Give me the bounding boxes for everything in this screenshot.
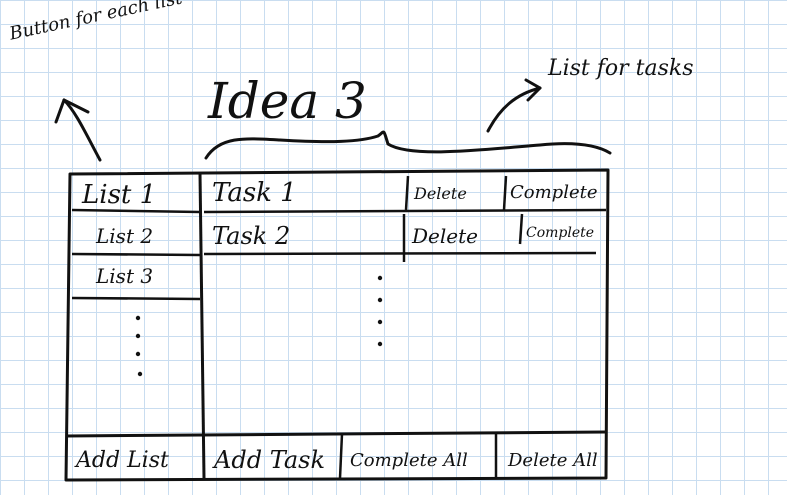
sidebar-item-list-1[interactable]: List 1 xyxy=(82,182,156,208)
button-note: Button for each list xyxy=(7,0,227,45)
delete-task-button[interactable]: Delete xyxy=(412,226,478,246)
button-note-text: Button for each list xyxy=(7,0,185,45)
list-note: List for tasks xyxy=(548,58,694,80)
sidebar-item-label: List 1 xyxy=(82,180,157,210)
delete-task-button[interactable]: Delete xyxy=(414,186,467,202)
sidebar-item-list-2[interactable]: List 2 xyxy=(96,226,153,246)
delete-label: Delete xyxy=(414,184,467,203)
page-title-text: Idea 3 xyxy=(208,72,367,130)
list-note-text: List for tasks xyxy=(548,56,694,81)
delete-label: Delete xyxy=(412,224,478,248)
task-label-1: Task 1 xyxy=(212,180,297,206)
add-task-label: Add Task xyxy=(214,446,325,474)
complete-all-button[interactable]: Complete All xyxy=(350,452,468,470)
delete-all-label: Delete All xyxy=(508,450,598,471)
delete-all-button[interactable]: Delete All xyxy=(508,452,598,470)
complete-label: Complete xyxy=(526,225,595,241)
add-list-button[interactable]: Add List xyxy=(76,450,169,472)
sidebar-item-label: List 3 xyxy=(96,264,154,288)
complete-all-label: Complete All xyxy=(350,450,468,471)
task-label-2: Task 2 xyxy=(212,224,290,248)
task-text: Task 2 xyxy=(212,222,291,250)
add-task-button[interactable]: Add Task xyxy=(214,448,325,472)
page-title: Idea 3 xyxy=(208,76,367,126)
complete-task-button[interactable]: Complete xyxy=(526,226,594,240)
sidebar-item-label: List 2 xyxy=(96,224,154,248)
complete-task-button[interactable]: Complete xyxy=(510,184,598,202)
sidebar-item-list-3[interactable]: List 3 xyxy=(96,266,153,286)
task-text: Task 1 xyxy=(212,178,297,208)
add-list-label: Add List xyxy=(76,448,169,473)
complete-label: Complete xyxy=(510,182,598,203)
